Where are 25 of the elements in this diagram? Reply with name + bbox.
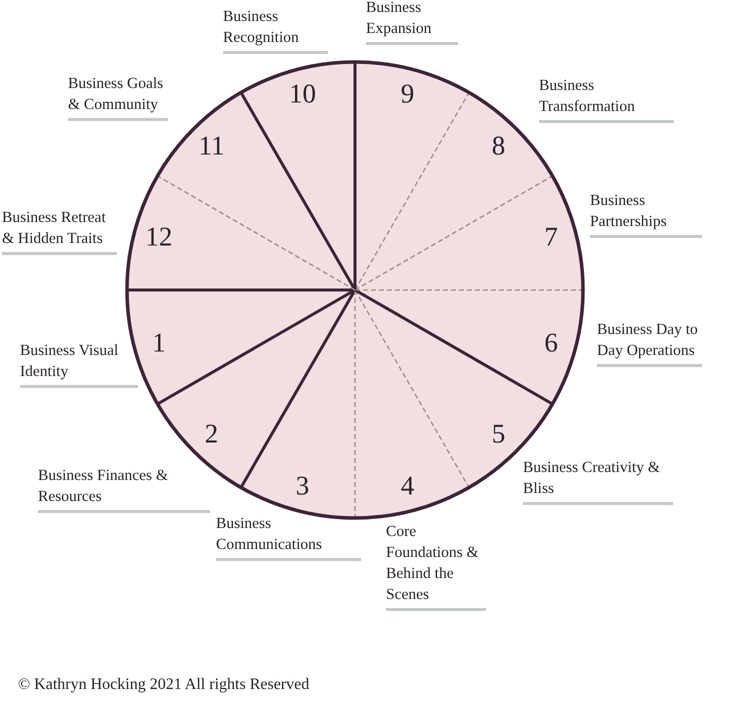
sector-label: Business Day to Day Operations [597,320,702,367]
sector-number: 2 [204,420,218,448]
sector-label: Core Foundations & Behind the Scenes [386,522,486,611]
copyright-note: © Kathryn Hocking 2021 All rights Reserved [18,676,310,694]
sector-label: Business Transformation [539,76,674,123]
sector-label: Business Visual Identity [20,341,138,388]
sector-label: Business Creativity & Bliss [523,458,673,505]
sector-label: Business Retreat & Hidden Traits [2,208,117,255]
sector-number: 9 [400,80,414,108]
sector-label: Business Goals & Community [68,74,168,121]
sector-number: 1 [152,329,166,356]
sector-number: 4 [400,472,414,500]
sector-label: Business Recognition [223,7,328,54]
sector-number: 8 [492,132,506,160]
sector-label: Business Partnerships [590,191,702,238]
sector-number: 7 [544,224,558,251]
sector-number: 3 [296,472,310,500]
sector-number: 11 [198,132,224,160]
sector-number: 10 [288,80,316,108]
sector-label: Business Expansion [366,0,458,45]
sector-label: Business Finances & Resources [38,466,210,513]
sector-number: 12 [145,224,172,251]
sector-number: 6 [544,329,558,356]
sector-label: Business Communications [216,514,361,561]
sector-number: 5 [492,420,506,448]
